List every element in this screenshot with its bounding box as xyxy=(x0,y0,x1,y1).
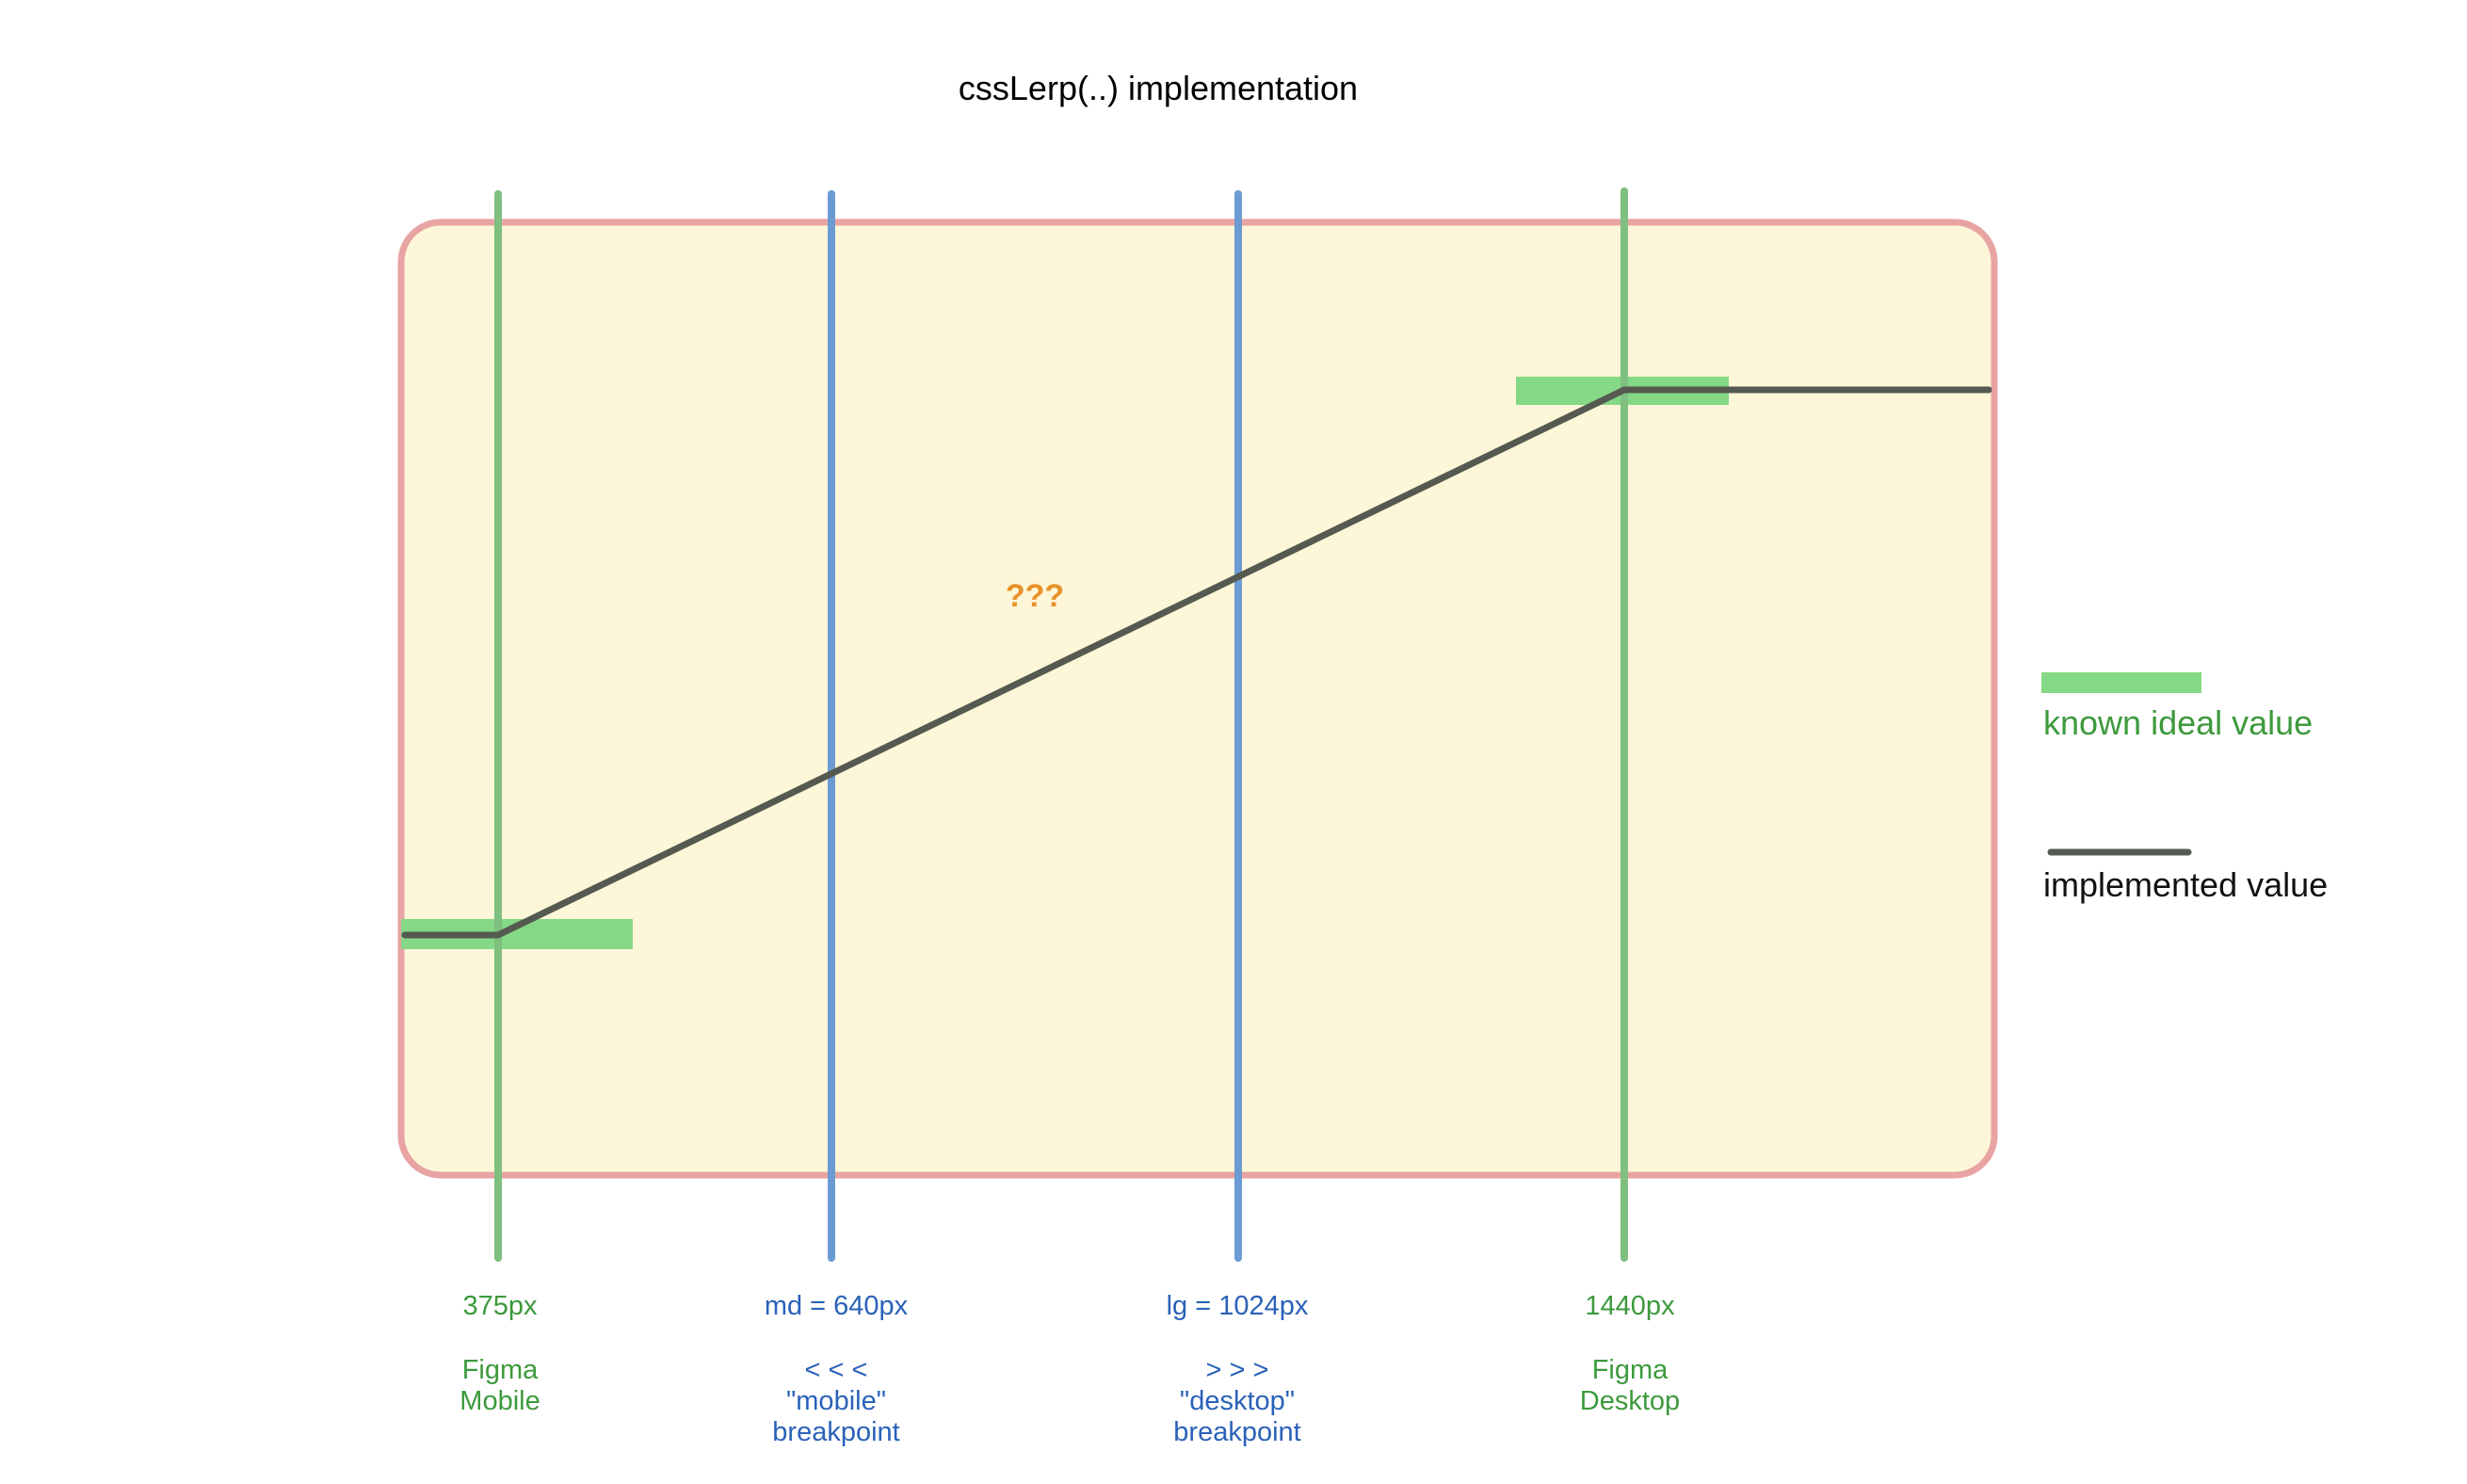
label-figma-mobile-line2: Mobile xyxy=(460,1386,540,1416)
label-lg-line2: "desktop" xyxy=(1180,1386,1295,1416)
implemented-value-line xyxy=(401,386,1992,939)
label-figma-desktop-line1: Figma xyxy=(1592,1355,1669,1385)
label-figma-desktop-line2: Desktop xyxy=(1580,1386,1680,1416)
legend-implemented-label: implemented value xyxy=(2043,865,2328,904)
label-figma-mobile-value: 375px xyxy=(462,1291,538,1321)
label-md-value: md = 640px xyxy=(765,1291,909,1321)
label-figma-desktop-value: 1440px xyxy=(1585,1291,1675,1321)
diagram-title: cssLerp(..) implementation xyxy=(959,69,1358,107)
label-md-line3: breakpoint xyxy=(772,1417,899,1447)
label-figma-mobile-line1: Figma xyxy=(462,1355,539,1385)
legend-known-ideal-swatch xyxy=(2041,672,2201,693)
viewport-range-panel xyxy=(397,218,1998,1179)
label-md-line2: "mobile" xyxy=(786,1386,886,1416)
unknown-interpolation-label: ??? xyxy=(1006,578,1064,614)
label-lg-line1: > > > xyxy=(1206,1355,1269,1385)
breakpoint-labels: 375px Figma Mobile md = 640px < < < "mob… xyxy=(460,1291,1680,1447)
label-lg-line3: breakpoint xyxy=(1173,1417,1300,1447)
label-md-line1: < < < xyxy=(805,1355,868,1385)
legend: known ideal value implemented value xyxy=(2041,672,2328,904)
label-lg-value: lg = 1024px xyxy=(1167,1291,1309,1321)
legend-known-ideal-label: known ideal value xyxy=(2043,703,2313,742)
